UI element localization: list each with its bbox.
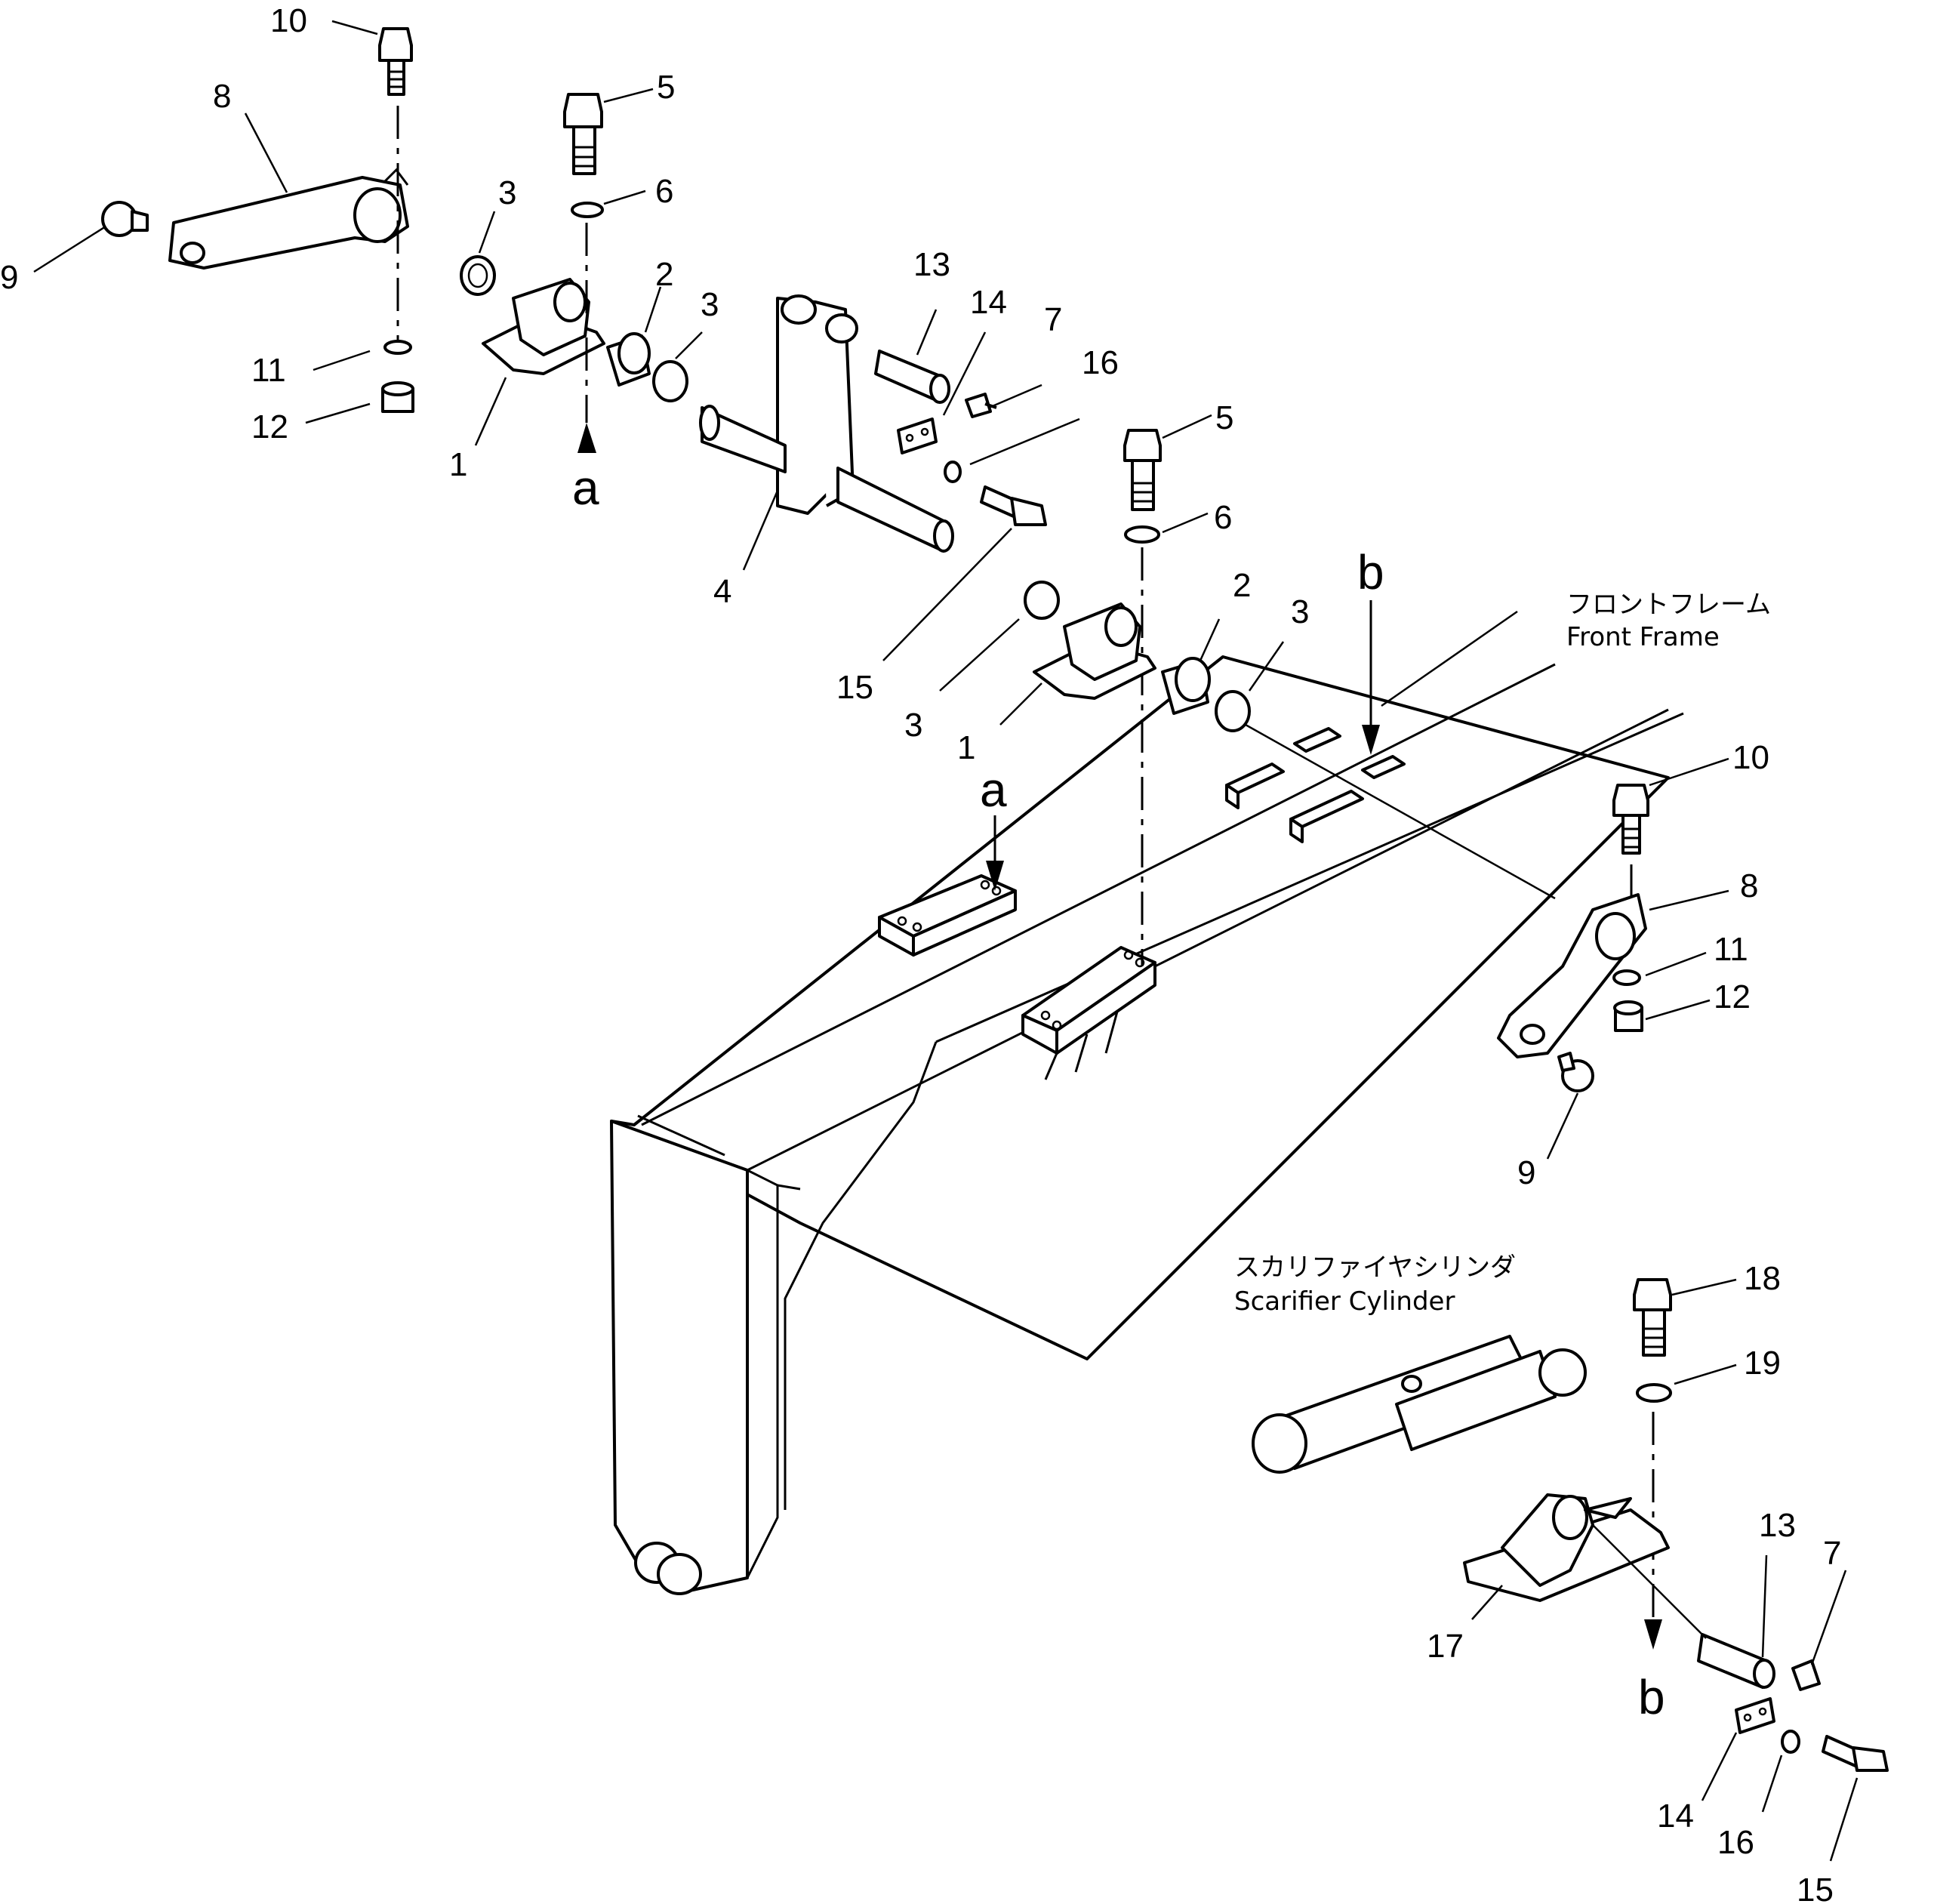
fitting-7-bottom xyxy=(1791,1659,1821,1691)
callout-4: 4 xyxy=(713,573,731,610)
callout-3: 3 xyxy=(498,174,516,211)
callout-13: 13 xyxy=(913,246,950,283)
callout-5: 5 xyxy=(657,69,675,106)
bolt-10-right xyxy=(1612,784,1649,855)
arrow-b-top xyxy=(1362,725,1380,755)
callout-12: 12 xyxy=(1714,978,1751,1015)
lever-8-right xyxy=(1497,893,1647,1058)
callout-3: 3 xyxy=(1291,593,1309,630)
grease-ball-9-top xyxy=(101,201,149,237)
callout-12: 12 xyxy=(251,408,288,445)
callout-2: 2 xyxy=(655,256,673,293)
callout-13: 13 xyxy=(1759,1507,1796,1544)
washer-19 xyxy=(1636,1383,1672,1403)
arrow-a-top xyxy=(577,423,596,453)
plate-14-top xyxy=(897,417,938,454)
callout-9: 9 xyxy=(0,259,18,296)
washer-11-top xyxy=(383,340,412,355)
callout-10: 10 xyxy=(1732,739,1769,776)
callout-15: 15 xyxy=(836,669,873,706)
callout-15: 15 xyxy=(1797,1872,1834,1904)
bearing-1-mid xyxy=(1033,602,1156,700)
callout-3: 3 xyxy=(904,707,922,744)
callout-14: 14 xyxy=(970,284,1007,321)
callout-14: 14 xyxy=(1657,1798,1694,1835)
callout-7: 7 xyxy=(1044,301,1062,338)
grease-ball-9-right xyxy=(1557,1052,1594,1092)
ref-a-bottom: a xyxy=(980,763,1007,817)
scarifier-label-jp: スカリファイヤシリンダ xyxy=(1234,1252,1516,1283)
pin-13-top xyxy=(874,350,950,404)
washer-16-bottom xyxy=(1781,1730,1800,1754)
nut-12-top xyxy=(381,381,414,413)
washer-6-mid xyxy=(1124,525,1160,544)
ref-a-top: a xyxy=(572,461,599,515)
bolt-5-mid xyxy=(1123,429,1162,511)
ref-b-bottom: b xyxy=(1638,1670,1665,1724)
frame-clamps-b xyxy=(1225,727,1406,843)
washer-6-top xyxy=(571,202,604,218)
callout-5: 5 xyxy=(1215,399,1233,436)
bushing-2-top xyxy=(606,332,651,387)
leader-3-to-8 xyxy=(1245,723,1556,900)
scarifier-cylinder xyxy=(1252,1335,1587,1474)
lever-8-top xyxy=(168,168,409,270)
scarifier-label-en: Scarifier Cylinder xyxy=(1234,1286,1455,1317)
callout-1: 1 xyxy=(449,446,467,483)
callout-11: 11 xyxy=(251,352,286,389)
arrow-b-bottom xyxy=(1644,1619,1662,1650)
arrow-a-bottom xyxy=(986,861,1004,891)
bearing-1-top xyxy=(482,278,605,375)
bushing-2-mid xyxy=(1161,657,1211,715)
ring-3-top-b xyxy=(652,360,688,402)
callout-1: 1 xyxy=(957,729,975,766)
pin-13-bottom xyxy=(1697,1633,1775,1689)
front-frame-beam xyxy=(610,655,1684,1595)
washer-16-top xyxy=(944,461,962,483)
callout-16: 16 xyxy=(1082,344,1119,381)
fitting-7-top xyxy=(965,393,997,418)
ring-3-top-a-hole xyxy=(467,263,488,288)
bolt-15-bottom xyxy=(1822,1735,1889,1772)
callout-8: 8 xyxy=(1740,867,1758,904)
ring-3-mid-b xyxy=(1215,690,1251,732)
callout-18: 18 xyxy=(1744,1260,1781,1297)
front-frame-label-en: Front Frame xyxy=(1566,622,1720,652)
callout-3: 3 xyxy=(701,286,719,323)
callout-19: 19 xyxy=(1744,1345,1781,1382)
lever-shaft-4 xyxy=(699,294,954,553)
washer-11-right xyxy=(1612,969,1641,986)
callout-6: 6 xyxy=(655,173,673,210)
ref-b-top: b xyxy=(1357,545,1384,599)
callout-9: 9 xyxy=(1517,1154,1535,1191)
callout-16: 16 xyxy=(1717,1824,1754,1861)
bolt-5-top xyxy=(563,93,603,175)
callout-2: 2 xyxy=(1233,567,1251,604)
callout-10: 10 xyxy=(270,2,307,39)
ring-3-mid-a xyxy=(1024,581,1060,620)
nut-12-right xyxy=(1613,1000,1643,1032)
front-frame-label-jp: フロントフレーム xyxy=(1566,590,1771,620)
leader-lines xyxy=(33,20,1859,1862)
frame-bracket-a xyxy=(878,874,1017,957)
callout-6: 6 xyxy=(1214,499,1232,536)
leader-13-bot xyxy=(1592,1524,1707,1639)
bracket-17 xyxy=(1463,1493,1670,1602)
bolt-18 xyxy=(1633,1278,1672,1357)
callout-17: 17 xyxy=(1427,1628,1464,1665)
frame-bracket-center xyxy=(1021,946,1156,1080)
plate-14-bottom xyxy=(1735,1697,1775,1734)
bolt-15-top xyxy=(980,485,1047,526)
callout-7: 7 xyxy=(1823,1535,1841,1572)
callout-8: 8 xyxy=(213,78,231,115)
callout-11: 11 xyxy=(1714,931,1748,968)
ring-3-top-a xyxy=(460,255,496,296)
bolt-10-top xyxy=(378,27,413,96)
